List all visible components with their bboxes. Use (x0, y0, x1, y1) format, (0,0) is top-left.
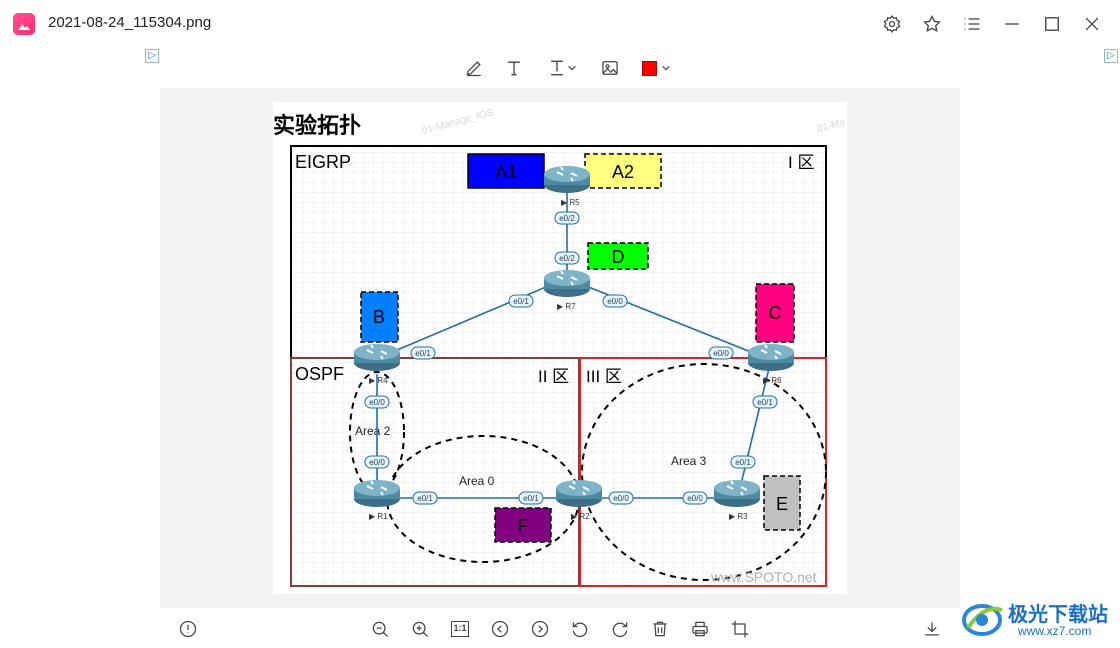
router-r1-label: ▶ R1 (369, 512, 388, 521)
topology-image: 实验拓扑 01-Manage_IOS 01-Ma EIGRP (273, 102, 847, 594)
chevron-down-icon (661, 65, 670, 71)
app-icon (13, 13, 35, 35)
star-icon[interactable] (920, 12, 944, 36)
box-a1 (467, 153, 545, 189)
next-icon[interactable] (529, 618, 551, 640)
box-c-label: C (769, 303, 782, 323)
maximize-icon[interactable] (1040, 12, 1064, 36)
interface-label: e0/0 (369, 458, 385, 467)
router-r4-label: ▶ R4 (369, 376, 388, 385)
image-icon[interactable] (598, 56, 622, 80)
router-icon (713, 479, 761, 508)
interface-label: e0/1 (523, 494, 539, 503)
brand-watermark: 极光下载站 www.xz7.com (960, 596, 1120, 646)
actual-size-label: 1:1 (451, 621, 469, 637)
area3-label: Area 3 (671, 454, 707, 468)
router-icon (555, 479, 603, 508)
interface-label: e0/1 (417, 494, 433, 503)
zoom-out-icon[interactable] (369, 618, 391, 640)
color-picker[interactable] (640, 56, 672, 80)
router-icon (353, 479, 401, 508)
list-icon[interactable] (960, 12, 984, 36)
title-bar: 2021-08-24_115304.png (0, 0, 1120, 48)
interface-label: e0/0 (713, 349, 729, 358)
area0-label: Area 0 (459, 474, 495, 488)
router-r2-label: ▶ R2 (571, 512, 590, 521)
router-r7-label: ▶ R7 (557, 302, 576, 311)
color-swatch (641, 60, 657, 76)
box-d-label: D (612, 247, 625, 267)
zone1-label: I 区 (788, 153, 814, 172)
router-r6-label: ▶ R6 (763, 376, 782, 385)
brand-name: 极光下载站 (1008, 602, 1108, 626)
watermark: 01-Ma (816, 117, 847, 135)
router-icon (543, 269, 591, 298)
ospf-label: OSPF (295, 364, 344, 384)
interface-label: e0/2 (559, 254, 575, 263)
interface-label: e0/1 (757, 398, 773, 407)
topology-diagram: 01-Manage_IOS 01-Ma EIGRP I 区 OSPF II 区 … (290, 107, 847, 588)
interface-label: e0/0 (687, 494, 703, 503)
crop-icon[interactable] (729, 618, 751, 640)
box-f-label: F (518, 516, 529, 536)
box-c (755, 283, 795, 343)
print-icon[interactable] (689, 618, 711, 640)
interface-label: e0/0 (613, 494, 629, 503)
file-name: 2021-08-24_115304.png (48, 14, 212, 31)
text-icon[interactable] (502, 56, 526, 80)
ad-marker-left[interactable]: ▷ (145, 49, 159, 63)
router-r5-label: ▶ R5 (561, 198, 580, 207)
delete-icon[interactable] (649, 618, 671, 640)
area2-label: Area 2 (355, 424, 391, 438)
prev-icon[interactable] (489, 618, 511, 640)
info-icon[interactable] (177, 618, 199, 640)
interface-label: e0/0 (607, 297, 623, 306)
interface-label: e0/1 (415, 349, 431, 358)
minimize-icon[interactable] (1000, 12, 1024, 36)
box-f (494, 507, 552, 543)
area3-circle (581, 363, 827, 581)
box-e-label: E (776, 494, 788, 514)
box-d (587, 242, 649, 270)
interface-label: e0/1 (735, 458, 751, 467)
router-icon (747, 343, 795, 372)
box-b-label: B (373, 307, 385, 327)
box-a2 (584, 153, 662, 189)
rotate-left-icon[interactable] (569, 618, 591, 640)
text-style-icon[interactable] (542, 56, 582, 80)
diagram-title: 实验拓扑 (273, 114, 362, 139)
spoto-watermark: www.SPOTO.net (710, 569, 817, 585)
download-icon[interactable] (921, 618, 943, 640)
actual-size-icon[interactable]: 1:1 (449, 618, 471, 640)
box-a1-label: A1 (495, 162, 517, 182)
router-r3-label: ▶ R3 (729, 512, 748, 521)
eigrp-label: EIGRP (295, 152, 351, 172)
router-icon (543, 165, 591, 194)
brand-url: www.xz7.com (1018, 624, 1092, 638)
zone3-label: III 区 (586, 367, 622, 386)
brand-logo-icon (962, 604, 1003, 636)
interface-label: e0/1 (513, 297, 529, 306)
box-a2-label: A2 (612, 162, 634, 182)
pen-icon[interactable] (462, 56, 486, 80)
box-e (763, 475, 801, 531)
zoom-in-icon[interactable] (409, 618, 431, 640)
interface-label: e0/0 (369, 398, 385, 407)
interface-label: e0/2 (559, 214, 575, 223)
image-canvas: 实验拓扑 01-Manage_IOS 01-Ma EIGRP (160, 88, 960, 608)
zone2-label: II 区 (538, 367, 569, 386)
close-icon[interactable] (1080, 12, 1104, 36)
ad-marker-right[interactable]: ▷ (1104, 49, 1118, 63)
box-b (360, 291, 399, 343)
settings-icon[interactable] (880, 12, 904, 36)
router-icon (353, 343, 401, 372)
watermark: 01-Manage_IOS (421, 107, 495, 137)
rotate-right-icon[interactable] (609, 618, 631, 640)
